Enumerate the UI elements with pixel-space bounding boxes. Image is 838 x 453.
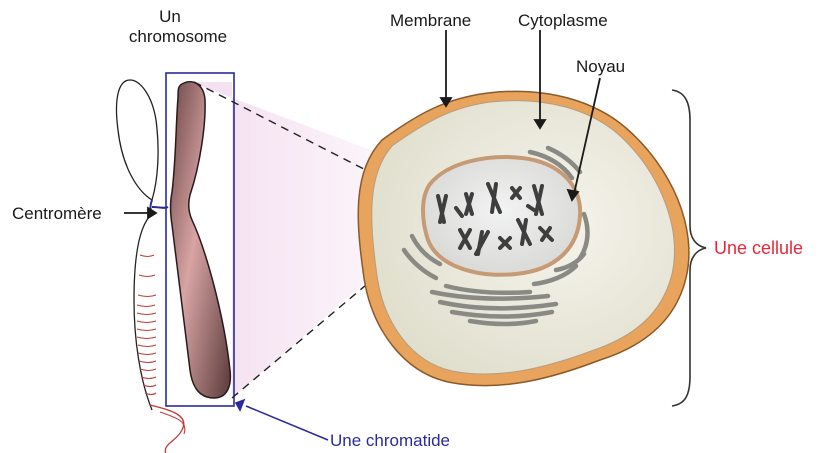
chromatid-pointer	[236, 400, 328, 440]
chromosome-outline	[117, 80, 159, 410]
membrane-label: Membrane	[390, 11, 471, 30]
dna-coils	[137, 255, 185, 453]
cell	[358, 91, 689, 385]
chromosome-label-line2: chromosome	[129, 27, 227, 46]
cell-label: Une cellule	[714, 238, 803, 258]
chromatid-label: Une chromatide	[330, 431, 450, 450]
cytoplasm-label: Cytoplasme	[518, 11, 608, 30]
centromere-label: Centromère	[12, 204, 102, 223]
chromosome-label-line1: Un	[159, 7, 181, 26]
chromatid-shape	[171, 82, 231, 398]
nucleus-label: Noyau	[576, 57, 625, 76]
nucleus	[423, 157, 580, 275]
